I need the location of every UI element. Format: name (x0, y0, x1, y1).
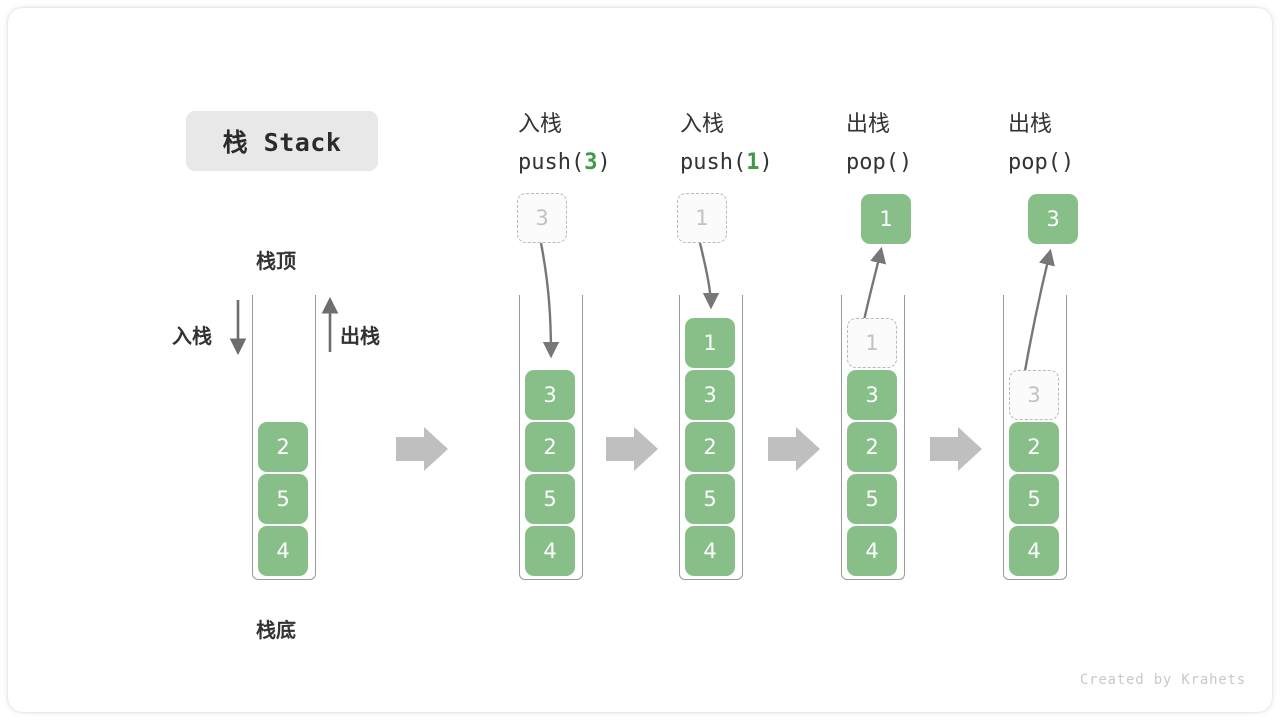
push-direction-label: 入栈 (172, 324, 212, 348)
stack-title-chip: 栈 Stack (186, 111, 378, 171)
stack-cell: 5 (847, 474, 897, 524)
credit-text: Created by Krahets (1079, 672, 1246, 688)
stack-cell: 2 (685, 422, 735, 472)
stack-cell: 3 (525, 370, 575, 420)
stack-cell: 5 (525, 474, 575, 524)
transition-arrow-3 (768, 427, 820, 471)
stack-container-pop-2 (1003, 295, 1067, 580)
stack-cell: 4 (258, 526, 308, 576)
transition-arrow-4 (930, 427, 982, 471)
code-arg: 3 (584, 150, 598, 175)
stack-cell: 1 (685, 318, 735, 368)
stage-heading-push-1: 入栈 push(1) (680, 106, 773, 182)
stack-container-push-3 (519, 295, 583, 580)
stack-cell: 5 (1009, 474, 1059, 524)
stack-cell: 3 (685, 370, 735, 420)
pending-element-push-1: 1 (677, 193, 727, 243)
code-prefix: push( (680, 150, 747, 175)
stack-container-pop-1 (841, 295, 905, 580)
code-prefix: pop( (846, 150, 899, 175)
stage-heading-code: pop() (846, 144, 912, 182)
stack-cell: 4 (525, 526, 575, 576)
stack-top-label: 栈顶 (256, 249, 296, 273)
removed-stack-cell: 3 (1009, 370, 1059, 420)
stack-cell: 2 (525, 422, 575, 472)
code-prefix: push( (518, 150, 585, 175)
stack-cell: 3 (847, 370, 897, 420)
stack-cell: 4 (1009, 526, 1059, 576)
stack-cell: 4 (685, 526, 735, 576)
popped-element-pop-1: 1 (861, 194, 911, 244)
pop-direction-label: 出栈 (340, 324, 380, 348)
stage-heading-push-3: 入栈 push(3) (518, 106, 611, 182)
stage-heading-pop-1: 出栈 pop() (846, 106, 912, 182)
stack-cell: 2 (847, 422, 897, 472)
stack-cell: 5 (258, 474, 308, 524)
stage-heading-cjk: 出栈 (1008, 112, 1053, 137)
stack-container-push-1 (679, 295, 743, 580)
stack-cell: 2 (1009, 422, 1059, 472)
code-arg: 1 (746, 150, 760, 175)
code-suffix: ) (898, 150, 913, 175)
stage-heading-cjk: 出栈 (846, 112, 891, 137)
stack-container-initial (252, 295, 316, 580)
code-suffix: ) (1060, 150, 1075, 175)
stage-heading-code: pop() (1008, 144, 1074, 182)
pending-element-push-3: 3 (517, 193, 567, 243)
transition-arrow-1 (396, 427, 448, 471)
stack-cell: 2 (258, 422, 308, 472)
stack-cell: 5 (685, 474, 735, 524)
code-suffix: ) (597, 150, 611, 175)
stage-heading-code: push(3) (518, 144, 611, 182)
stage-heading-code: push(1) (680, 144, 773, 182)
stack-cell: 4 (847, 526, 897, 576)
popped-element-pop-2: 3 (1028, 194, 1078, 244)
stage-heading-cjk: 入栈 (680, 112, 725, 137)
removed-stack-cell: 1 (847, 318, 897, 368)
stage-heading-cjk: 入栈 (518, 112, 563, 137)
code-prefix: pop( (1008, 150, 1061, 175)
transition-arrow-2 (606, 427, 658, 471)
stage-heading-pop-2: 出栈 pop() (1008, 106, 1074, 182)
stack-bottom-label: 栈底 (256, 618, 296, 642)
code-suffix: ) (759, 150, 773, 175)
